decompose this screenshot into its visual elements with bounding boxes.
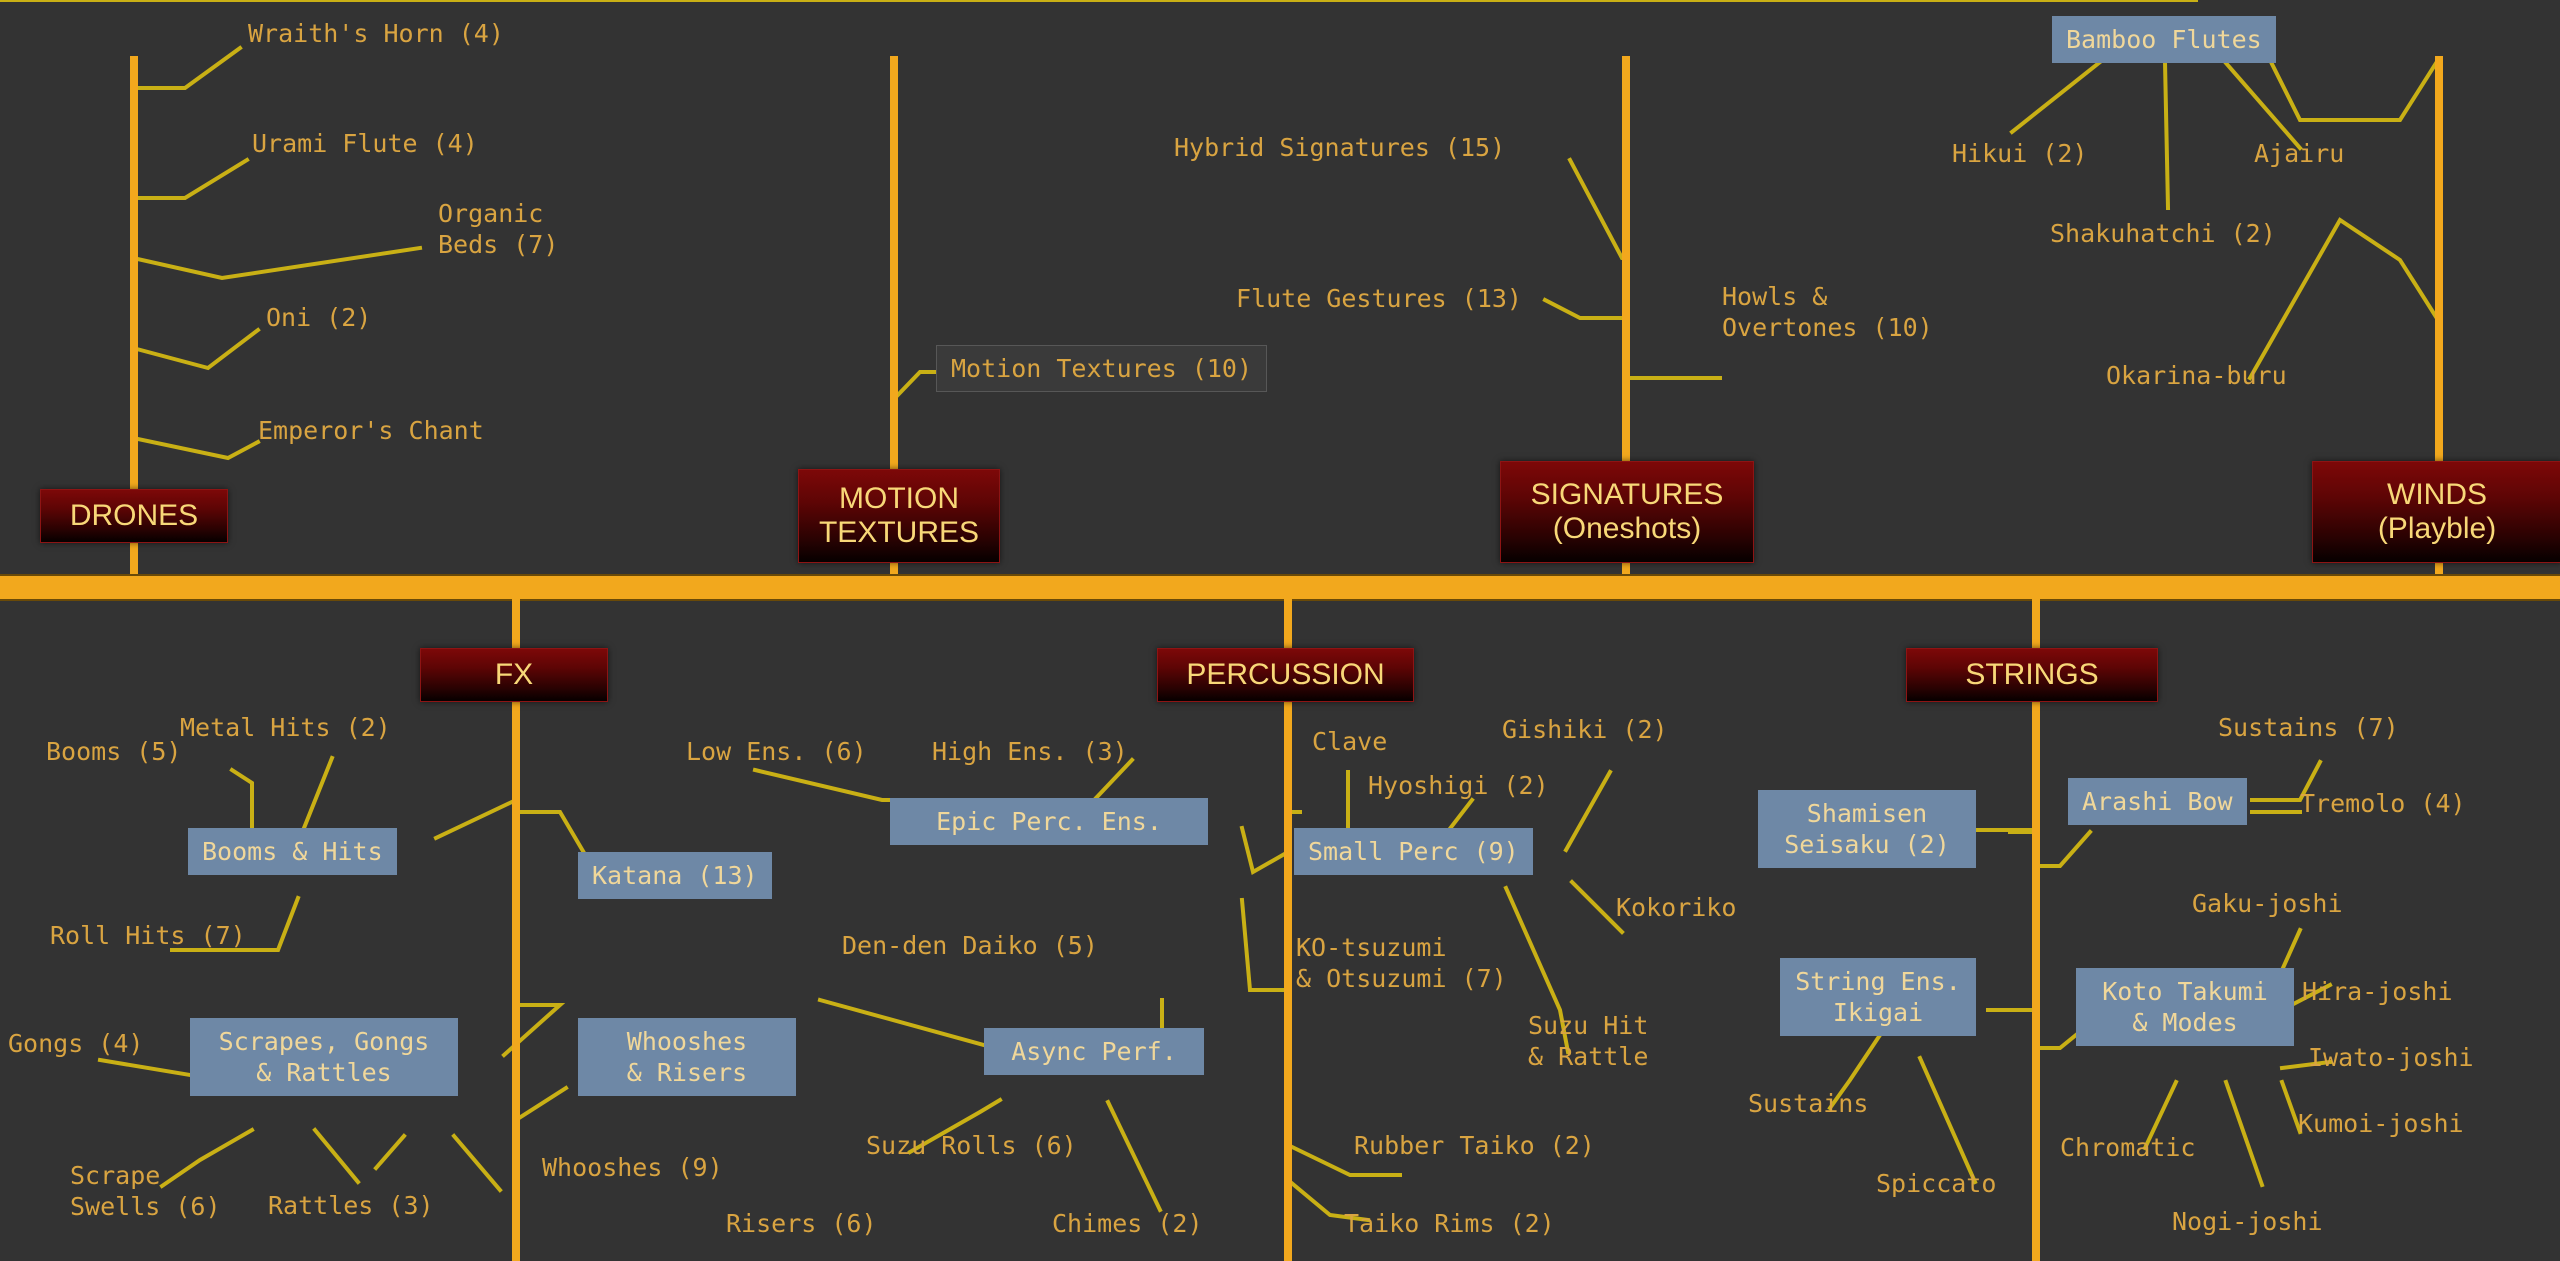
node-spiccato[interactable]: Spiccato bbox=[1876, 1169, 1997, 1198]
spine-percussion bbox=[1284, 598, 1292, 1261]
category-drones[interactable]: DRONES bbox=[40, 489, 228, 543]
spine-drones bbox=[130, 56, 138, 590]
node-gishiki[interactable]: Gishiki (2) bbox=[1502, 715, 1668, 744]
node-booms-and-hits[interactable]: Booms & Hits bbox=[188, 828, 397, 875]
node-suzu-rolls[interactable]: Suzu Rolls (6) bbox=[866, 1131, 1077, 1160]
node-ajairu[interactable]: Ajairu bbox=[2254, 139, 2345, 168]
spine-signatures bbox=[1622, 56, 1630, 590]
node-high-ens[interactable]: High Ens. (3) bbox=[932, 737, 1128, 766]
spine-strings bbox=[2032, 598, 2040, 1261]
node-flute-gestures[interactable]: Flute Gestures (13) bbox=[1236, 284, 1522, 313]
node-katana[interactable]: Katana (13) bbox=[578, 852, 772, 899]
node-chromatic[interactable]: Chromatic bbox=[2060, 1133, 2196, 1162]
category-strings[interactable]: STRINGS bbox=[1906, 648, 2158, 702]
node-risers[interactable]: Risers (6) bbox=[726, 1209, 877, 1238]
spine-fx bbox=[512, 598, 520, 1261]
category-percussion[interactable]: PERCUSSION bbox=[1157, 648, 1414, 702]
node-shakuhatchi[interactable]: Shakuhatchi (2) bbox=[2050, 219, 2276, 248]
node-booms[interactable]: Booms (5) bbox=[46, 737, 182, 766]
node-clave[interactable]: Clave bbox=[1312, 727, 1388, 756]
category-motion-textures[interactable]: MOTION TEXTURES bbox=[798, 469, 1000, 563]
node-metal-hits[interactable]: Metal Hits (2) bbox=[180, 713, 391, 742]
node-kokoriko[interactable]: Kokoriko bbox=[1616, 893, 1737, 922]
node-scrape-swells[interactable]: Scrape Swells (6) bbox=[70, 1161, 221, 1221]
node-howls-overtones[interactable]: Howls & Overtones (10) bbox=[1722, 282, 1933, 342]
node-kumoi-joshi[interactable]: Kumoi-joshi bbox=[2298, 1109, 2464, 1138]
spine-winds bbox=[2435, 56, 2443, 590]
node-shamisen-seisaku[interactable]: Shamisen Seisaku (2) bbox=[1758, 790, 1976, 868]
node-sustains-strings[interactable]: Sustains bbox=[1748, 1089, 1869, 1118]
node-gongs[interactable]: Gongs (4) bbox=[8, 1029, 144, 1058]
node-arashi-bow[interactable]: Arashi Bow bbox=[2068, 778, 2247, 825]
node-iwato-joshi[interactable]: Iwato-joshi bbox=[2308, 1043, 2474, 1072]
node-oni[interactable]: Oni (2) bbox=[266, 303, 372, 332]
node-scrapes-gongs-rattles[interactable]: Scrapes, Gongs & Rattles bbox=[190, 1018, 458, 1096]
category-fx[interactable]: FX bbox=[420, 648, 608, 702]
node-suzu-hit-rattle[interactable]: Suzu Hit & Rattle bbox=[1528, 1011, 1649, 1071]
node-tremolo[interactable]: Tremolo (4) bbox=[2300, 789, 2466, 818]
node-chimes[interactable]: Chimes (2) bbox=[1052, 1209, 1203, 1238]
node-wraiths-horn[interactable]: Wraith's Horn (4) bbox=[248, 19, 504, 48]
category-signatures[interactable]: SIGNATURES (Oneshots) bbox=[1500, 461, 1754, 563]
node-rattles[interactable]: Rattles (3) bbox=[268, 1191, 434, 1220]
node-async-perf[interactable]: Async Perf. bbox=[984, 1028, 1204, 1075]
node-sustains-bow[interactable]: Sustains (7) bbox=[2218, 713, 2399, 742]
node-taiko-rims[interactable]: Taiko Rims (2) bbox=[1344, 1209, 1555, 1238]
node-hikui[interactable]: Hikui (2) bbox=[1952, 139, 2088, 168]
node-nogi-joshi[interactable]: Nogi-joshi bbox=[2172, 1207, 2323, 1236]
node-string-ens-ikigai[interactable]: String Ens. Ikigai bbox=[1780, 958, 1976, 1036]
node-hyoshigi[interactable]: Hyoshigi (2) bbox=[1368, 771, 1549, 800]
node-hira-joshi[interactable]: Hira-joshi bbox=[2302, 977, 2453, 1006]
node-rubber-taiko[interactable]: Rubber Taiko (2) bbox=[1354, 1131, 1595, 1160]
node-small-perc[interactable]: Small Perc (9) bbox=[1294, 828, 1533, 875]
node-ko-tsuzumi[interactable]: KO-tsuzumi & Otsuzumi (7) bbox=[1296, 933, 1507, 993]
node-low-ens[interactable]: Low Ens. (6) bbox=[686, 737, 867, 766]
node-den-den-daiko[interactable]: Den-den Daiko (5) bbox=[842, 931, 1098, 960]
node-emperors-chant[interactable]: Emperor's Chant bbox=[258, 416, 484, 445]
node-urami-flute[interactable]: Urami Flute (4) bbox=[252, 129, 478, 158]
node-motion-textures[interactable]: Motion Textures (10) bbox=[936, 345, 1268, 392]
spine-motion bbox=[890, 56, 898, 590]
node-roll-hits[interactable]: Roll Hits (7) bbox=[50, 921, 246, 950]
node-gaku-joshi[interactable]: Gaku-joshi bbox=[2192, 889, 2343, 918]
node-koto-takumi[interactable]: Koto Takumi & Modes bbox=[2076, 968, 2294, 1046]
node-organic-beds[interactable]: Organic Beds (7) bbox=[438, 199, 559, 259]
node-epic-perc-ens[interactable]: Epic Perc. Ens. bbox=[890, 798, 1208, 845]
node-hybrid-signatures[interactable]: Hybrid Signatures (15) bbox=[1174, 133, 1506, 162]
node-whooshes-risers[interactable]: Whooshes & Risers bbox=[578, 1018, 796, 1096]
node-bamboo-flutes[interactable]: Bamboo Flutes bbox=[2052, 16, 2276, 63]
main-trunk-bar bbox=[0, 574, 2560, 601]
category-winds[interactable]: WINDS (Playble) bbox=[2312, 461, 2560, 563]
node-whooshes[interactable]: Whooshes (9) bbox=[542, 1153, 723, 1182]
node-okarina-buru[interactable]: Okarina-buru bbox=[2106, 361, 2287, 390]
